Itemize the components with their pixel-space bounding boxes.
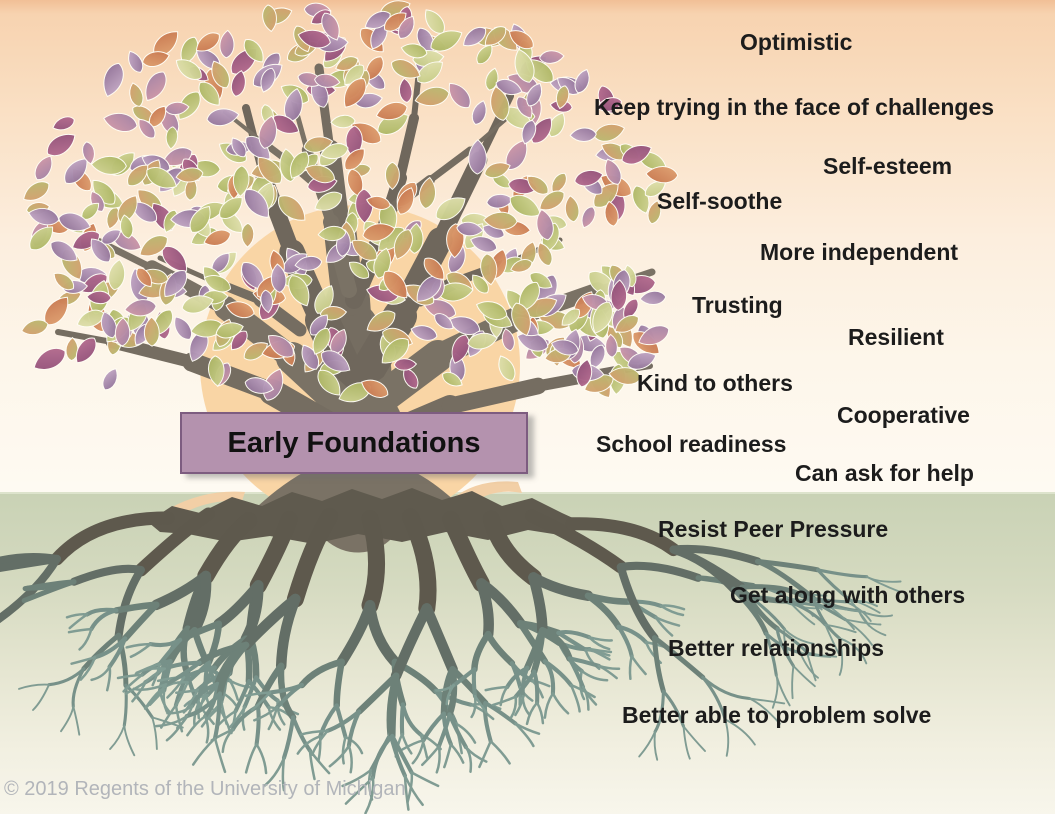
- trait-optimistic: Optimistic: [740, 29, 853, 55]
- trait-problem-solve: Better able to problem solve: [622, 702, 932, 728]
- trait-self-soothe: Self-soothe: [657, 188, 783, 214]
- trait-keep-trying: Keep trying in the face of challenges: [594, 94, 995, 120]
- tree-roots: [0, 507, 902, 814]
- trait-can-ask-for-help: Can ask for help: [795, 460, 974, 486]
- early-foundations-label: Early Foundations: [227, 426, 481, 459]
- trait-cooperative: Cooperative: [837, 402, 970, 428]
- trait-resist-peer-pressure: Resist Peer Pressure: [658, 516, 889, 542]
- early-foundations-box: Early Foundations: [180, 412, 528, 474]
- trait-trusting: Trusting: [692, 292, 783, 318]
- copyright-text: © 2019 Regents of the University of Mich…: [4, 778, 406, 800]
- trait-kind-to-others: Kind to others: [637, 370, 793, 396]
- tree-leaves: [21, 0, 679, 403]
- trait-better-relationships: Better relationships: [668, 635, 884, 661]
- trait-get-along: Get along with others: [730, 582, 966, 608]
- trait-school-readiness: School readiness: [596, 431, 787, 457]
- trait-more-independent: More independent: [760, 239, 959, 265]
- trait-self-esteem: Self-esteem: [823, 153, 953, 179]
- trait-resilient: Resilient: [848, 324, 944, 350]
